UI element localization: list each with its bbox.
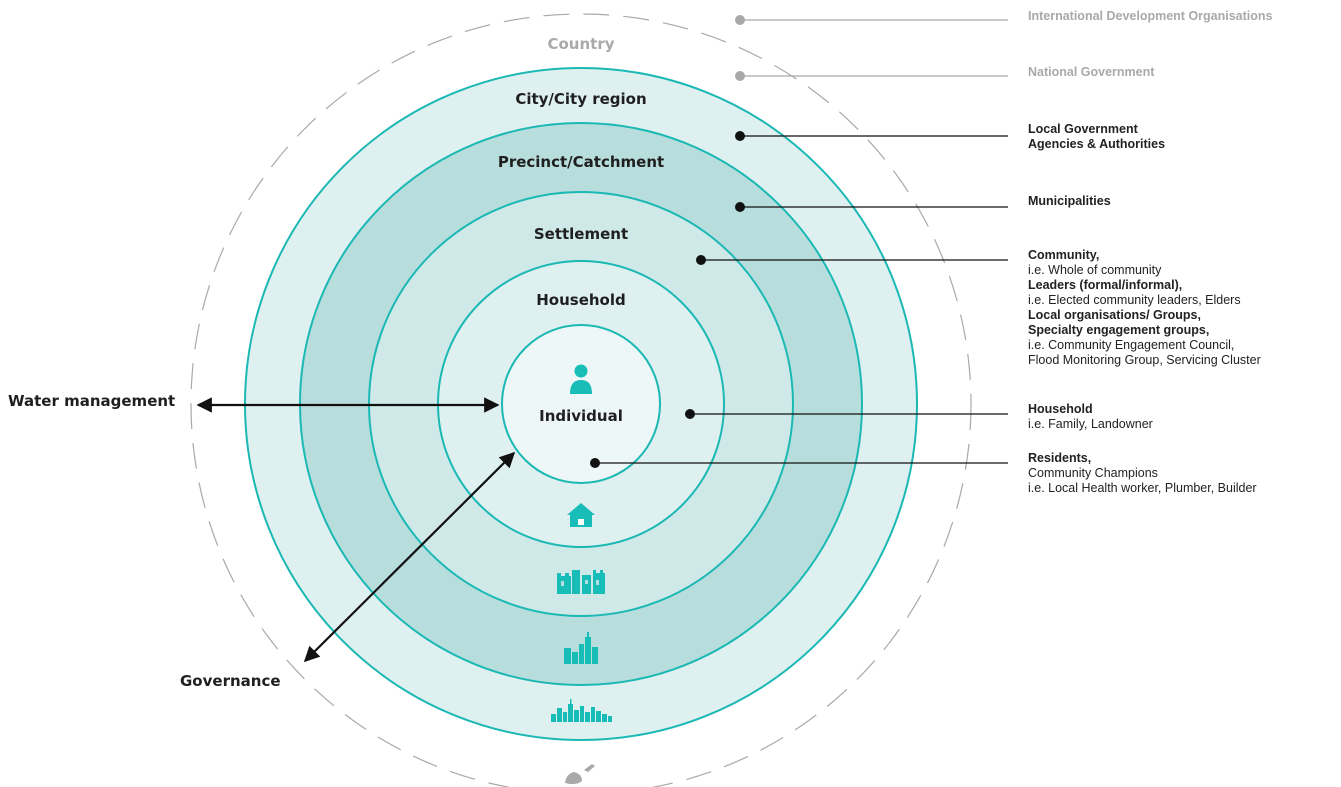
house-icon bbox=[567, 503, 595, 527]
residents-l1: Residents, bbox=[1028, 451, 1092, 465]
settlement-label: Settlement bbox=[534, 225, 628, 243]
community-l7: i.e. Community Engagement Council, bbox=[1028, 338, 1235, 352]
individual-ring bbox=[501, 324, 661, 484]
country-label: Country bbox=[547, 35, 614, 53]
national-label: National Government bbox=[1028, 65, 1155, 79]
country-icon bbox=[565, 764, 595, 785]
international-label: International Development Organisations bbox=[1028, 9, 1273, 23]
household-label: Household bbox=[536, 291, 626, 309]
city-icon bbox=[564, 632, 598, 664]
leader-international bbox=[735, 15, 1008, 25]
skyline-icon bbox=[551, 699, 612, 722]
leader-residents bbox=[590, 458, 1008, 468]
residents-label: Residents, Community Champions i.e. Loca… bbox=[1028, 451, 1257, 496]
local-government-line2: Agencies & Authorities bbox=[1028, 137, 1166, 151]
country-ring bbox=[190, 13, 972, 787]
residents-l2: Community Champions bbox=[1028, 466, 1158, 480]
household-l2: i.e. Family, Landowner bbox=[1028, 417, 1153, 431]
household-stakeholder-label: Household i.e. Family, Landowner bbox=[1028, 402, 1153, 432]
city-region-label: City/City region bbox=[515, 90, 646, 108]
governance-label: Governance bbox=[180, 672, 281, 690]
governance-arrow bbox=[303, 451, 516, 663]
leader-municipalities bbox=[735, 202, 1008, 212]
leader-national bbox=[735, 71, 1008, 81]
water-management-label: Water management bbox=[8, 392, 175, 410]
community-label: Community, i.e. Whole of community Leade… bbox=[1028, 248, 1261, 368]
local-government-label: Local Government Agencies & Authorities bbox=[1028, 122, 1165, 152]
person-icon bbox=[570, 364, 592, 394]
community-l8: Flood Monitoring Group, Servicing Cluste… bbox=[1028, 353, 1261, 367]
household-l1: Household bbox=[1028, 402, 1093, 416]
community-l4: i.e. Elected community leaders, Elders bbox=[1028, 293, 1241, 307]
community-l6: Specialty engagement groups, bbox=[1028, 323, 1210, 337]
precinct-label: Precinct/Catchment bbox=[498, 153, 664, 171]
municipalities-label: Municipalities bbox=[1028, 194, 1111, 209]
individual-label: Individual bbox=[539, 407, 623, 425]
residents-l3: i.e. Local Health worker, Plumber, Build… bbox=[1028, 481, 1257, 495]
settlement-icon bbox=[557, 570, 605, 594]
municipalities-text: Municipalities bbox=[1028, 194, 1111, 208]
community-l1: Community, bbox=[1028, 248, 1100, 262]
leader-community bbox=[696, 255, 1008, 265]
community-l3: Leaders (formal/informal), bbox=[1028, 278, 1183, 292]
community-l5: Local organisations/ Groups, bbox=[1028, 308, 1201, 322]
community-l2: i.e. Whole of community bbox=[1028, 263, 1162, 277]
leader-local-government bbox=[735, 131, 1008, 141]
local-government-line1: Local Government bbox=[1028, 122, 1138, 136]
leader-household bbox=[685, 409, 1008, 419]
